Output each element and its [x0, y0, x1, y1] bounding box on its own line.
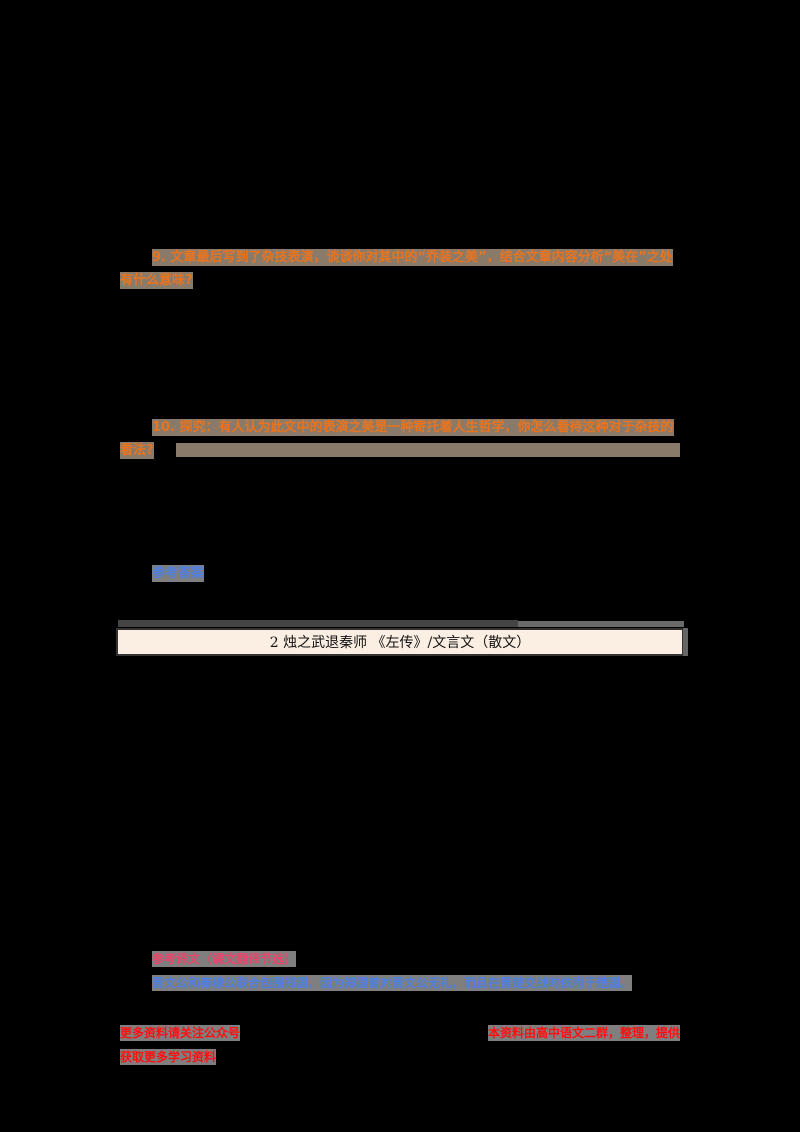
- translation-heading: 参考译文（课文翻译节选）: [152, 951, 297, 967]
- footer-left-line1: 更多资料请关注公众号: [120, 1025, 241, 1041]
- question-9-line2: 有什么意味?: [120, 272, 193, 289]
- question-10: 10. 探究：有人认为此文中的表演之美是一种寄托着人生哲学，你怎么看待这种对于杂…: [120, 416, 680, 462]
- lesson-title: 2 烛之武退秦师 《左传》/文言文（散文）: [269, 635, 531, 651]
- footer-right: 本资料由高中语文二群，整理，提供: [487, 1025, 680, 1041]
- question-9: 9. 文章最后写到了杂技表演，谈谈你对其中的“乔装之美”，结合文章内容分析“美在…: [120, 246, 680, 292]
- footer-left-line2: 获取更多学习资料: [120, 1049, 217, 1065]
- highlight-bar: [176, 443, 680, 457]
- translation-line: 晋文公和秦穆公联合包围郑国，因为郑国曾对晋文公无礼，而且在晋楚交战时依附于楚国。: [152, 975, 633, 991]
- question-9-line1: 9. 文章最后写到了杂技表演，谈谈你对其中的“乔装之美”，结合文章内容分析“美在…: [152, 249, 673, 266]
- answer-label: 参考答案: [152, 565, 205, 582]
- cropped-text-strip-right: [518, 621, 684, 627]
- title-box-edge: [683, 628, 688, 656]
- lesson-title-box: 2 烛之武退秦师 《左传》/文言文（散文）: [116, 628, 688, 656]
- question-10-line2: 看法?: [120, 442, 154, 459]
- question-10-line1: 10. 探究：有人认为此文中的表演之美是一种寄托着人生哲学，你怎么看待这种对于杂…: [152, 419, 674, 436]
- cropped-text-strip: [118, 620, 518, 627]
